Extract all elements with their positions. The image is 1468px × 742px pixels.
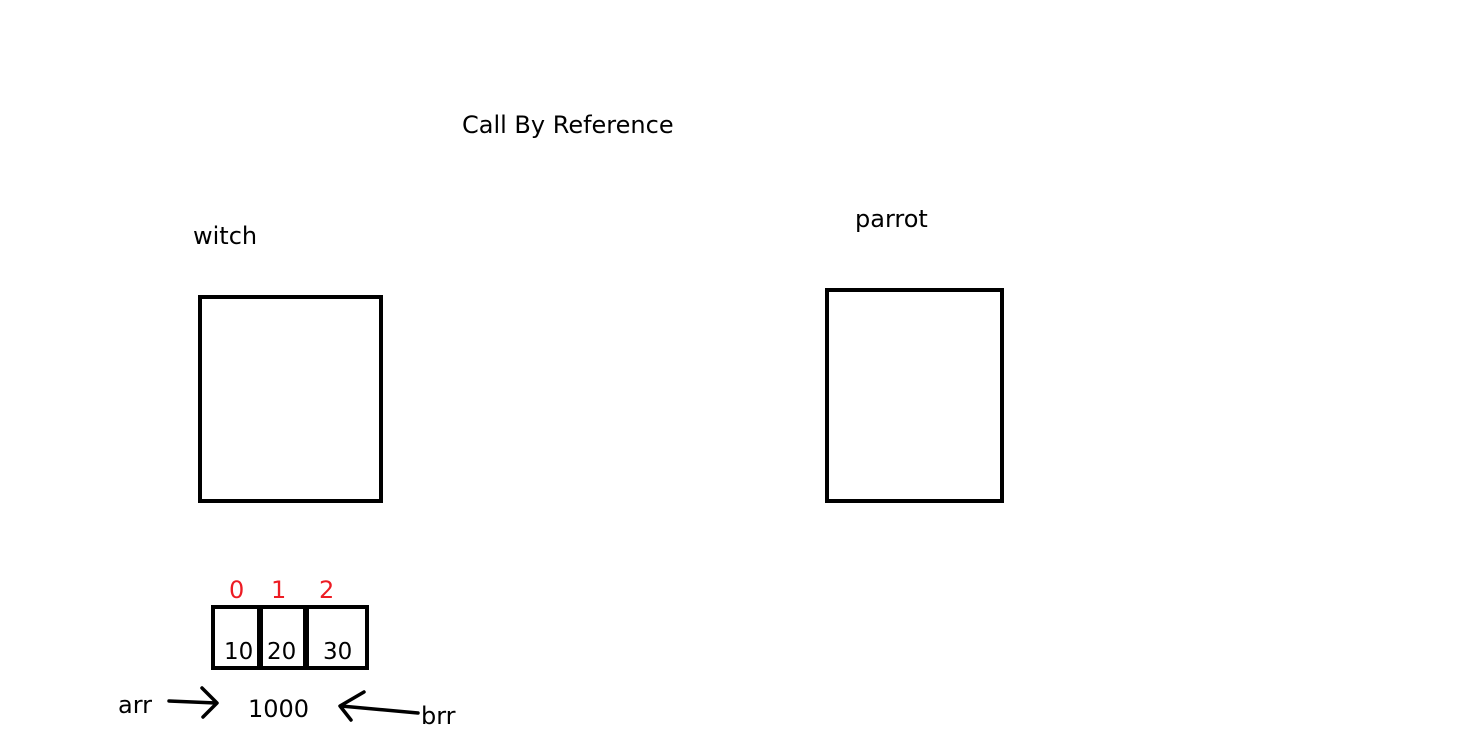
diagram-title: Call By Reference <box>462 111 674 139</box>
parrot-frame-label: parrot <box>855 205 928 233</box>
parrot-frame-box <box>825 288 1004 503</box>
array-index-0: 0 <box>229 576 245 604</box>
array-index-2: 2 <box>319 576 335 604</box>
array-value-2: 30 <box>323 639 353 665</box>
array-index-1: 1 <box>271 576 287 604</box>
witch-frame-label: witch <box>193 222 258 250</box>
arr-arrow-icon <box>167 686 219 719</box>
array-value-1: 20 <box>267 639 297 665</box>
array-address: 1000 <box>248 695 310 723</box>
brr-reference-label: brr <box>421 702 456 730</box>
arr-reference-label: arr <box>118 691 153 719</box>
witch-frame-box <box>198 295 383 503</box>
array-cell-2 <box>303 605 369 670</box>
array-value-0: 10 <box>224 639 254 665</box>
brr-arrow-icon <box>338 690 420 722</box>
